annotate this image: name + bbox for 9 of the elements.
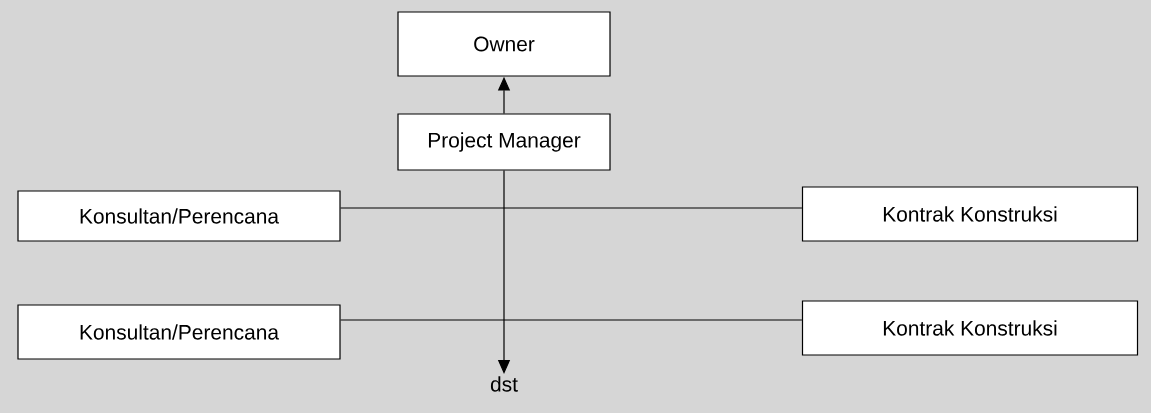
box: Owner: [397, 11, 611, 77]
box: Konsultan/Perencana: [17, 304, 341, 360]
connector-line: [340, 207, 803, 209]
text-label: dst: [490, 376, 518, 392]
connector-line: [340, 319, 803, 321]
box: Kontrak Konstruksi: [801, 186, 1139, 242]
box: Project Manager: [397, 113, 611, 171]
box: Konsultan/Perencana: [17, 190, 341, 242]
box: Kontrak Konstruksi: [801, 300, 1139, 356]
